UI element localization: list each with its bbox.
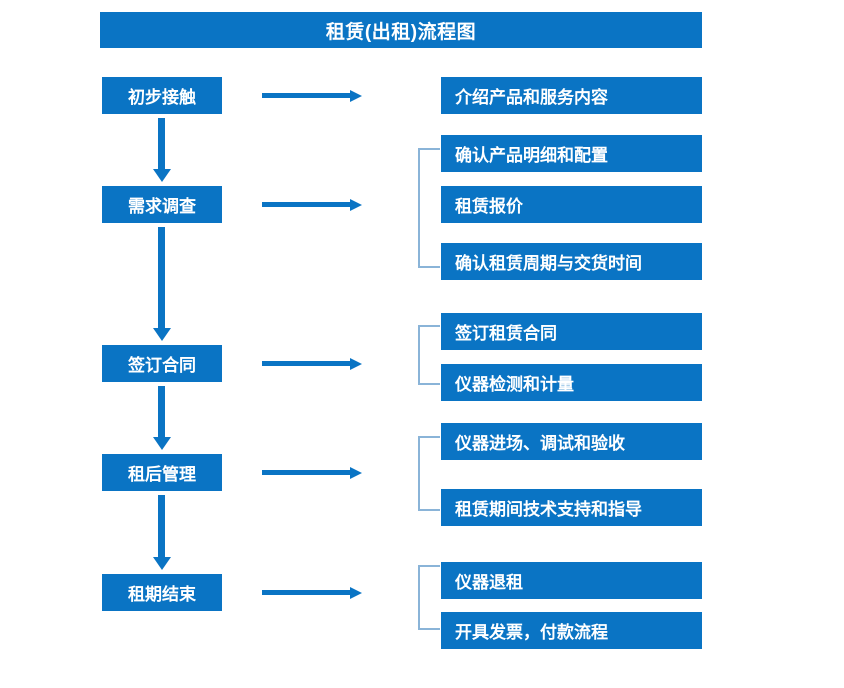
- stage-connector-arrow-2: [153, 227, 171, 341]
- group-bracket-4: [418, 565, 440, 630]
- detail-box-10[interactable]: 开具发票，付款流程: [441, 612, 702, 649]
- detail-box-5[interactable]: 签订租赁合同: [441, 313, 702, 350]
- group-bracket-3: [418, 436, 440, 511]
- detail-box-2[interactable]: 确认产品明细和配置: [441, 135, 702, 172]
- stage-box-1[interactable]: 初步接触: [102, 77, 222, 114]
- detail-box-3[interactable]: 租赁报价: [441, 186, 702, 223]
- stage-box-2[interactable]: 需求调查: [102, 186, 222, 223]
- detail-box-1[interactable]: 介绍产品和服务内容: [441, 77, 702, 114]
- stage-box-3[interactable]: 签订合同: [102, 345, 222, 382]
- detail-box-7[interactable]: 仪器进场、调试和验收: [441, 423, 702, 460]
- detail-box-8[interactable]: 租赁期间技术支持和指导: [441, 489, 702, 526]
- stage-to-detail-arrow-5: [262, 585, 362, 601]
- stage-to-detail-arrow-4: [262, 465, 362, 481]
- page-title: 租赁(出租)流程图: [100, 12, 702, 48]
- stage-to-detail-arrow-2: [262, 197, 362, 213]
- group-bracket-2: [418, 325, 440, 385]
- stage-connector-arrow-1: [153, 118, 171, 182]
- stage-box-5[interactable]: 租期结束: [102, 574, 222, 611]
- detail-box-9[interactable]: 仪器退租: [441, 562, 702, 599]
- stage-connector-arrow-4: [153, 495, 171, 570]
- stage-to-detail-arrow-1: [262, 88, 362, 104]
- group-bracket-1: [418, 148, 440, 268]
- stage-box-4[interactable]: 租后管理: [102, 454, 222, 491]
- stage-connector-arrow-3: [153, 386, 171, 450]
- stage-to-detail-arrow-3: [262, 356, 362, 372]
- detail-box-4[interactable]: 确认租赁周期与交货时间: [441, 243, 702, 280]
- detail-box-6[interactable]: 仪器检测和计量: [441, 364, 702, 401]
